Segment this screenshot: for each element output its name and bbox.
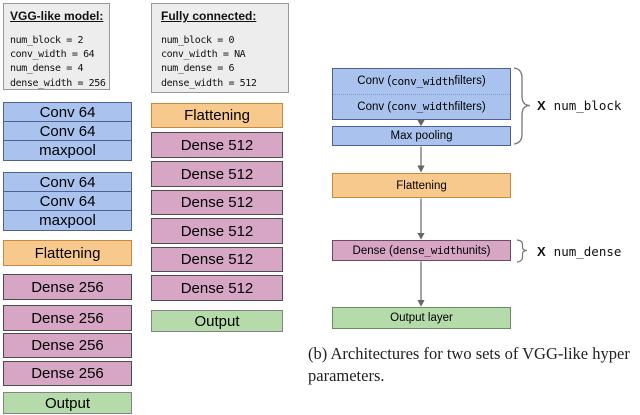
down-arrow-icon bbox=[417, 146, 425, 173]
spec-param-dense-width: dense_width = 256 bbox=[10, 77, 106, 89]
repeat-label-num-dense: X num_dense bbox=[537, 243, 621, 260]
diagram-flattening-box: Flattening bbox=[332, 173, 511, 198]
diagram-conv-layer-2: Conv (conv_width filters) bbox=[333, 95, 510, 120]
spec-param-num-block: num_block = 2 bbox=[10, 35, 84, 46]
layer-box-conv: Conv 64 bbox=[3, 172, 132, 192]
conv-label-param: conv_width bbox=[391, 74, 455, 88]
diagram-maxpool-box: Max pooling bbox=[332, 126, 511, 146]
diagram-conv-block: Conv (conv_width filters) Conv (conv_wid… bbox=[332, 68, 511, 120]
diagram-dense-box: Dense (dense_width units) bbox=[332, 240, 511, 261]
layer-box-dense: Dense 256 bbox=[3, 361, 132, 386]
layer-box-conv: Conv 64 bbox=[3, 121, 132, 141]
spec-param-conv-width: conv_width = NA bbox=[161, 49, 246, 61]
layer-box-flatten: Flattening bbox=[151, 103, 283, 128]
layer-box-output: Output bbox=[3, 392, 132, 414]
conv-label-pre: Conv ( bbox=[357, 75, 392, 88]
layer-box-conv: Conv 64 bbox=[3, 102, 132, 122]
times-symbol: X bbox=[537, 244, 546, 259]
layer-box-dense: Dense 256 bbox=[3, 305, 132, 331]
conv-label-pre: Conv ( bbox=[357, 100, 392, 113]
dense-label-pre: Dense ( bbox=[352, 244, 393, 257]
layer-box-dense: Dense 512 bbox=[151, 132, 283, 158]
layer-box-dense: Dense 512 bbox=[151, 275, 283, 301]
layer-box-dense: Dense 512 bbox=[151, 247, 283, 272]
dense-label-post: units) bbox=[462, 244, 491, 257]
repeat-param-name: num_block bbox=[553, 98, 622, 113]
dotted-divider bbox=[333, 93, 510, 95]
down-arrow-icon bbox=[417, 198, 425, 240]
diagram-output-box: Output layer bbox=[332, 307, 511, 329]
figure-caption: (b) Architectures for two sets of VGG-li… bbox=[308, 343, 640, 386]
spec-panel-vgg: VGG-like model: num_block = 2 conv_width… bbox=[3, 3, 110, 90]
conv-label-post: filters) bbox=[454, 75, 486, 88]
spec-title-fc: Fully connected: bbox=[161, 9, 257, 23]
spec-param-num-block: num_block = 0 bbox=[161, 35, 235, 46]
repeat-label-num-block: X num_block bbox=[537, 97, 621, 114]
layer-box-dense: Dense 512 bbox=[151, 161, 283, 187]
layer-box-dense: Dense 512 bbox=[151, 190, 283, 215]
spec-param-dense-width: dense_width = 512 bbox=[161, 77, 257, 89]
layer-box-maxpool: maxpool bbox=[3, 210, 132, 231]
spec-param-num-dense: num_dense = 4 bbox=[10, 63, 84, 75]
layer-box-dense: Dense 256 bbox=[3, 274, 132, 300]
down-arrow-icon bbox=[417, 261, 425, 307]
layer-box-dense: Dense 512 bbox=[151, 218, 283, 244]
spec-panel-fc: Fully connected: num_block = 0 conv_widt… bbox=[151, 3, 289, 93]
conv-label-param: conv_width bbox=[391, 100, 455, 114]
spec-param-conv-width: conv_width = 64 bbox=[10, 49, 95, 61]
layer-box-output: Output bbox=[151, 310, 283, 332]
layer-box-maxpool: maxpool bbox=[3, 140, 132, 161]
dense-label-param: dense_width bbox=[392, 244, 463, 257]
layer-box-dense: Dense 256 bbox=[3, 333, 132, 358]
layer-box-conv: Conv 64 bbox=[3, 191, 132, 211]
times-symbol: X bbox=[537, 98, 546, 113]
caption-line-2: parameters. bbox=[308, 365, 385, 385]
spec-title-vgg: VGG-like model: bbox=[10, 9, 104, 23]
caption-line-1: (b) Architectures for two sets of VGG-li… bbox=[308, 344, 630, 363]
conv-label-post: filters) bbox=[454, 100, 486, 113]
brace-icon bbox=[516, 239, 528, 263]
brace-icon bbox=[513, 67, 531, 145]
repeat-param-name: num_dense bbox=[553, 244, 622, 259]
spec-param-num-dense: num_dense = 6 bbox=[161, 63, 235, 75]
diagram-conv-layer-1: Conv (conv_width filters) bbox=[333, 69, 510, 94]
layer-box-flatten: Flattening bbox=[3, 240, 132, 266]
